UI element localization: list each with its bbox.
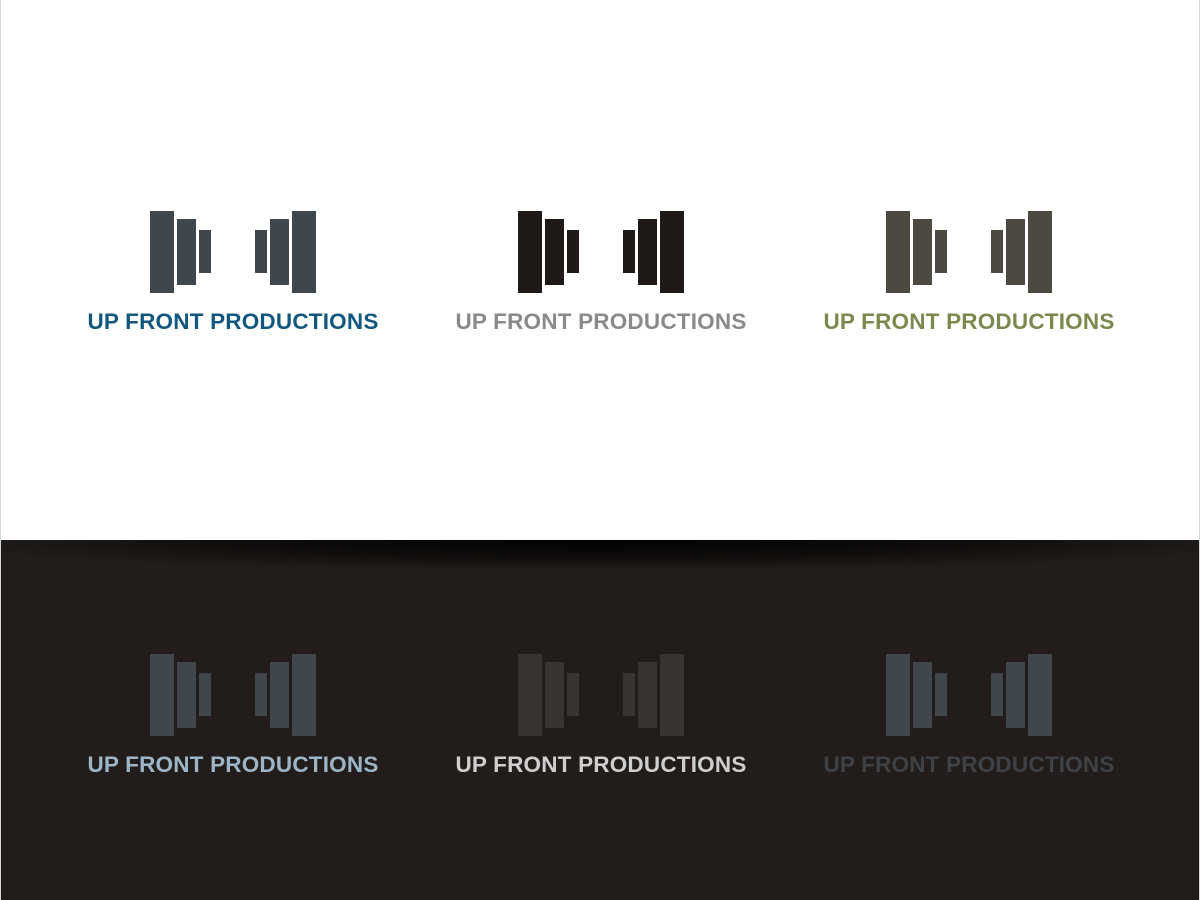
bars-logo-mark-icon [150, 654, 316, 736]
logo-wordmark: UP FRONT PRODUCTIONS [823, 752, 1115, 777]
logo-dark-muted-variant: UP FRONT PRODUCTIONS [809, 654, 1129, 778]
bars-logo-mark-icon [150, 211, 316, 293]
logo-dark-gray-variant: UP FRONT PRODUCTIONS [441, 654, 761, 778]
bars-logo-mark-icon [886, 654, 1052, 736]
logo-light-blue-variant: UP FRONT PRODUCTIONS [73, 211, 393, 335]
bars-logo-mark-icon [886, 211, 1052, 293]
logo-light-olive-variant: UP FRONT PRODUCTIONS [809, 211, 1129, 335]
logo-wordmark: UP FRONT PRODUCTIONS [455, 309, 747, 334]
dark-background-panel: UP FRONT PRODUCTIONS UP FRONT PRODUCTION… [1, 540, 1199, 900]
logo-dark-blue-variant: UP FRONT PRODUCTIONS [73, 654, 393, 778]
bars-logo-mark-icon [518, 654, 684, 736]
logo-wordmark: UP FRONT PRODUCTIONS [87, 309, 379, 334]
logo-wordmark: UP FRONT PRODUCTIONS [823, 309, 1115, 334]
logo-light-gray-variant: UP FRONT PRODUCTIONS [441, 211, 761, 335]
light-background-panel: UP FRONT PRODUCTIONS UP FRONT PRODUCTION… [1, 0, 1199, 540]
bars-logo-mark-icon [518, 211, 684, 293]
logo-wordmark: UP FRONT PRODUCTIONS [455, 752, 747, 777]
logo-wordmark: UP FRONT PRODUCTIONS [87, 752, 379, 777]
